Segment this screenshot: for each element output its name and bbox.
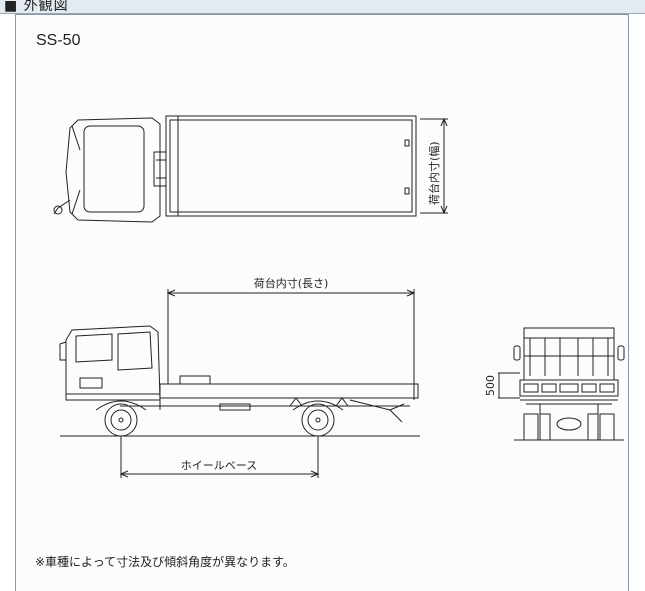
length-dimension: [166, 289, 416, 372]
model-label: SS-50: [36, 32, 81, 49]
height-dimension: [498, 372, 520, 399]
truck-rear-view: [513, 327, 625, 441]
section-title: ■ 外観図: [4, 0, 69, 14]
truck-top-view: [53, 115, 417, 223]
diagram-panel: [15, 14, 629, 591]
header-strip: ■ 外観図: [0, 0, 645, 14]
width-dimension: [420, 117, 448, 215]
wheelbase-dimension: [119, 436, 320, 478]
bed-length-label: 荷台内寸(長さ): [254, 276, 329, 290]
footnote: ※車種によって寸法及び傾斜角度が異なります。: [35, 555, 295, 569]
height-value-label: 500: [484, 375, 497, 396]
bed-width-label: 荷台内寸(幅): [427, 141, 441, 205]
wheelbase-label: ホイールベース: [181, 459, 257, 472]
truck-side-view: [59, 325, 420, 437]
